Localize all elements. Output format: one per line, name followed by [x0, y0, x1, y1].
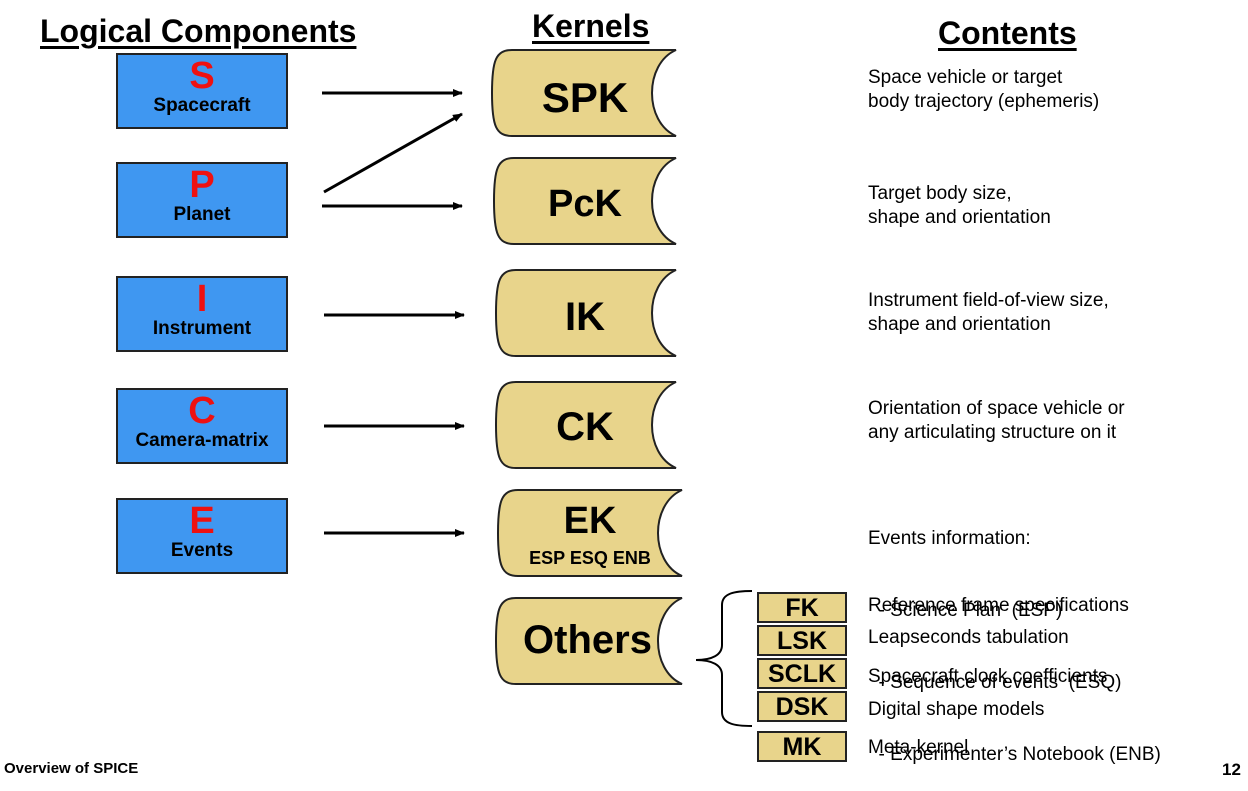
content-line: Instrument field-of-view size,	[868, 290, 1109, 311]
component-letter: P	[189, 164, 215, 206]
component-letter: E	[189, 500, 215, 542]
kernel-label-ek: EK	[563, 500, 617, 542]
component-name: Camera-matrix	[135, 430, 269, 451]
kernel-scroll-others	[494, 597, 683, 685]
component-camera-matrix: C Camera-matrix	[116, 388, 288, 464]
others-mk-description: Meta-kernel	[868, 737, 969, 758]
component-name: Events	[170, 540, 234, 561]
component-name: Spacecraft	[153, 95, 251, 116]
others-fk-box: FK	[757, 592, 847, 623]
content-ik: Instrument field-of-view size, shape and…	[868, 289, 1109, 337]
others-dsk-description: Digital shape models	[868, 699, 1045, 720]
kernels-heading: Kernels	[532, 8, 650, 44]
others-sclk-box: SCLK	[757, 658, 847, 689]
component-instrument: I Instrument	[116, 276, 288, 352]
content-line: Target body size,	[868, 183, 1012, 204]
footer-title: Overview of SPICE	[4, 760, 139, 777]
component-spacecraft: S Spacecraft	[116, 53, 288, 129]
kernel-label-ck: CK	[556, 405, 614, 449]
others-lsk-box: LSK	[757, 625, 847, 656]
content-line: Orientation of space vehicle or	[868, 398, 1125, 419]
component-name: Planet	[173, 204, 231, 225]
contents-heading: Contents	[938, 15, 1077, 51]
content-line: Events information:	[868, 528, 1031, 549]
component-letter: S	[189, 55, 215, 97]
kernel-scroll-ik	[494, 269, 677, 357]
kernel-scroll-ck	[494, 381, 677, 469]
component-letter: I	[196, 278, 208, 320]
others-dsk-box: DSK	[757, 691, 847, 722]
others-sclk-description: Spacecraft clock coefficients	[868, 666, 1108, 687]
content-line: - Experimenter’s Notebook (ENB)	[868, 744, 1161, 765]
others-brace	[695, 590, 753, 727]
component-letter: C	[188, 390, 216, 432]
content-line: - Sequence of events (ESQ)	[868, 672, 1122, 693]
kernel-label-others: Others	[523, 618, 652, 662]
page-number: 12	[1222, 760, 1241, 779]
content-ck: Orientation of space vehicle or any arti…	[868, 397, 1125, 445]
content-line: Space vehicle or target	[868, 67, 1063, 88]
component-planet: P Planet	[116, 162, 288, 238]
content-line: shape and orientation	[868, 314, 1051, 335]
kernel-label-pck: PcK	[548, 183, 622, 225]
kernel-label-ik: IK	[565, 295, 605, 339]
arrow-p-to-spk	[323, 112, 463, 194]
content-line: any articulating structure on it	[868, 422, 1117, 443]
content-line: - Science Plan (ESP)	[868, 600, 1063, 621]
kernel-sublabel-ek: ESP ESQ ENB	[529, 548, 651, 568]
kernel-label-spk: SPK	[541, 74, 629, 121]
content-ek: Events information: - Science Plan (ESP)…	[868, 479, 1161, 791]
kernel-scroll-ek	[496, 489, 683, 577]
component-name: Instrument	[152, 318, 252, 339]
others-fk-description: Reference frame specifications	[868, 595, 1129, 616]
content-line: shape and orientation	[868, 207, 1051, 228]
logical-components-heading: Logical Components	[40, 13, 357, 49]
kernel-scroll-pck	[492, 157, 677, 245]
content-spk: Space vehicle or target body trajectory …	[868, 66, 1099, 114]
content-pck: Target body size, shape and orientation	[868, 182, 1051, 230]
kernel-scroll-spk	[490, 49, 677, 137]
others-lsk-description: Leapseconds tabulation	[868, 627, 1069, 648]
others-mk-box: MK	[757, 731, 847, 762]
component-events: E Events	[116, 498, 288, 574]
content-line: body trajectory (ephemeris)	[868, 91, 1100, 112]
